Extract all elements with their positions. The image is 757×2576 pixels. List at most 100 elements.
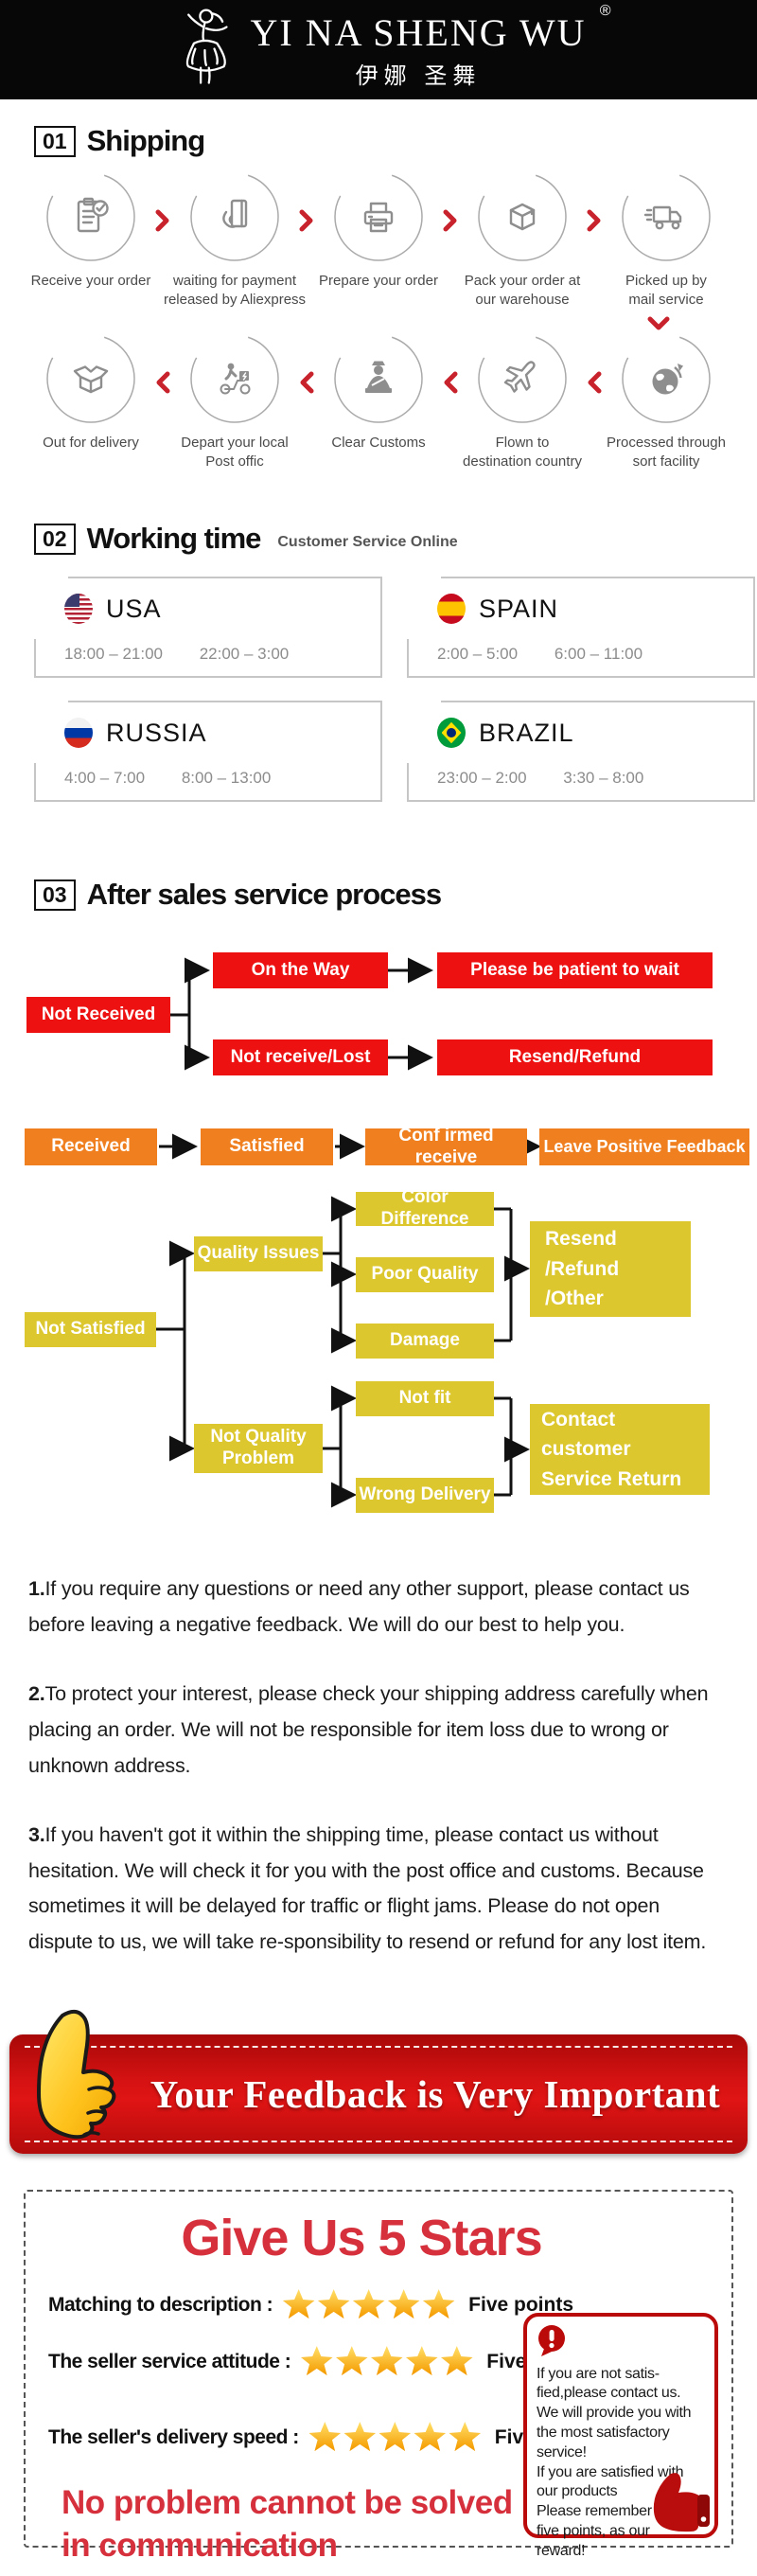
flow-wrong-delivery: Wrong Delivery — [356, 1478, 494, 1513]
flow-color-difference: Color Difference — [356, 1187, 494, 1229]
country-name: USA — [106, 594, 162, 623]
chevron-right-icon — [155, 209, 170, 232]
flow-contact-customer: Contact customer Service Return — [530, 1404, 710, 1495]
ship-step-label: Flown to destination country — [463, 435, 582, 470]
shipping-section-title: 01 Shipping — [34, 124, 757, 158]
star-icon — [449, 2422, 482, 2452]
ship-step-label: Processed through sort facility — [607, 435, 726, 470]
flow-received: Received — [25, 1128, 157, 1165]
open-circle — [190, 334, 279, 423]
time-range: 3:30 – 8:00 — [563, 769, 644, 787]
section-name: Shipping — [86, 124, 206, 157]
satisfaction-tip-box: If you are not satis- fied,please contac… — [523, 2312, 718, 2559]
flow-not-satisfied: Not Satisfied — [25, 1312, 156, 1347]
star-icon — [405, 2346, 438, 2376]
ship-step-sort-facility: Processed through sort facility — [594, 333, 738, 471]
notes: 1.If you require any questions or need a… — [28, 1572, 729, 1961]
usa-flag-icon — [64, 594, 93, 624]
country-name: BRAZIL — [479, 718, 574, 747]
working-time-card-spain: SPAIN 2:00 – 5:00 6:00 – 11:00 — [407, 577, 755, 678]
time-range: 23:00 – 2:00 — [437, 769, 527, 787]
brand-header: YI NA SHENG WU ® 伊娜 圣舞 — [0, 0, 757, 99]
chevron-left-icon — [299, 371, 314, 394]
time-range: 2:00 – 5:00 — [437, 645, 519, 663]
rating-label: The seller service attitude : — [48, 2350, 291, 2372]
note-3: 3.If you haven't got it within the shipp… — [28, 1818, 729, 1961]
ship-step-label: Picked up by mail service — [625, 273, 707, 308]
working-time-card-usa: USA 18:00 – 21:00 22:00 – 3:00 — [34, 577, 382, 678]
note-text: To protect your interest, please check y… — [28, 1682, 709, 1777]
chevron-left-icon — [155, 371, 170, 394]
rating-row-description: Matching to description : Five points — [48, 2286, 731, 2324]
working-time-section-title: 02 Working time Customer Service Online — [34, 522, 757, 556]
star-icon — [335, 2346, 368, 2376]
flow-satisfied: Satisfied — [201, 1128, 333, 1165]
section-number: 01 — [34, 125, 76, 157]
five-stars-panel: Give Us 5 Stars Matching to description … — [24, 2189, 733, 2564]
note-1: 1.If you require any questions or need a… — [28, 1572, 729, 1643]
flow-please-wait: Please be patient to wait — [437, 952, 713, 988]
spain-flag-icon — [437, 594, 466, 624]
ship-step-label: Out for delivery — [43, 435, 139, 451]
chevron-left-icon — [443, 371, 458, 394]
time-range: 4:00 – 7:00 — [64, 769, 146, 787]
section-subtitle: Customer Service Online — [277, 534, 458, 550]
red-thumbs-up-icon — [653, 2472, 710, 2532]
ship-step-waiting-payment: waiting for payment released by Aliexpre… — [163, 171, 307, 309]
star-icon — [378, 2422, 412, 2452]
ship-step-label: Clear Customs — [331, 435, 426, 451]
banner-ribbon: Your Feedback is Very Important — [9, 2034, 748, 2154]
time-range: 8:00 – 13:00 — [181, 769, 272, 787]
chevron-right-icon — [443, 209, 458, 232]
delivery-truck-icon — [643, 205, 682, 230]
five-stars-title: Give Us 5 Stars — [181, 2209, 542, 2266]
customs-officer-icon — [365, 361, 392, 393]
feedback-banner: Your Feedback is Very Important — [0, 2006, 757, 2165]
ship-step-clear-customs: Clear Customs — [307, 333, 450, 471]
star-icon — [352, 2289, 385, 2319]
open-circle — [478, 172, 567, 261]
time-range: 6:00 – 11:00 — [554, 645, 643, 663]
note-number: 3. — [28, 1823, 45, 1847]
section-number: 02 — [34, 523, 76, 555]
rating-suffix: Five points — [468, 2293, 574, 2316]
chevron-right-icon — [587, 209, 602, 232]
note-number: 2. — [28, 1682, 45, 1706]
star-icon — [387, 2289, 420, 2319]
section-number: 03 — [34, 879, 76, 911]
ship-step-out-for-delivery: Out for delivery — [19, 333, 163, 471]
flow-resend-refund-other: Resend /Refund /Other — [530, 1221, 691, 1317]
banner-text: Your Feedback is Very Important — [150, 2071, 721, 2116]
section-name: After sales service process — [86, 878, 443, 911]
russia-flag-icon — [64, 718, 93, 748]
flow-not-received: Not Received — [26, 997, 170, 1033]
star-icon — [440, 2346, 473, 2376]
star-icon — [282, 2289, 315, 2319]
flow-not-receive-lost: Not receive/Lost — [213, 1039, 388, 1075]
ship-step-receive-order: Receive your order — [19, 171, 163, 309]
time-range: 22:00 – 3:00 — [199, 645, 290, 663]
airplane-icon — [503, 361, 536, 393]
flow-on-the-way: On the Way — [213, 952, 388, 988]
ship-step-label: Pack your order at our warehouse — [464, 273, 581, 308]
open-circle — [46, 334, 135, 423]
payment-card-icon — [222, 199, 248, 228]
open-circle — [190, 172, 279, 261]
courier-scooter-icon — [220, 363, 251, 395]
star-icon — [422, 2289, 455, 2319]
star-icon — [370, 2346, 403, 2376]
open-circle — [622, 172, 711, 261]
rating-label: Matching to description : — [48, 2293, 273, 2316]
flow-confirmed-receive: Conf irmed receive — [365, 1126, 527, 1167]
star-icon — [308, 2422, 342, 2452]
flow-resend-refund: Resend/Refund — [437, 1039, 713, 1075]
flow-leave-positive-feedback: Leave Positive Feedback — [539, 1128, 749, 1165]
flow-poor-quality: Poor Quality — [356, 1257, 494, 1292]
ship-step-label: waiting for payment released by Aliexpre… — [163, 273, 307, 308]
package-box-icon — [509, 203, 536, 231]
ship-step-label: Depart your local Post offic — [181, 435, 289, 470]
ship-step-picked-up: Picked up by mail service — [594, 171, 738, 309]
five-star-rating — [282, 2289, 455, 2320]
open-circle — [478, 334, 567, 423]
